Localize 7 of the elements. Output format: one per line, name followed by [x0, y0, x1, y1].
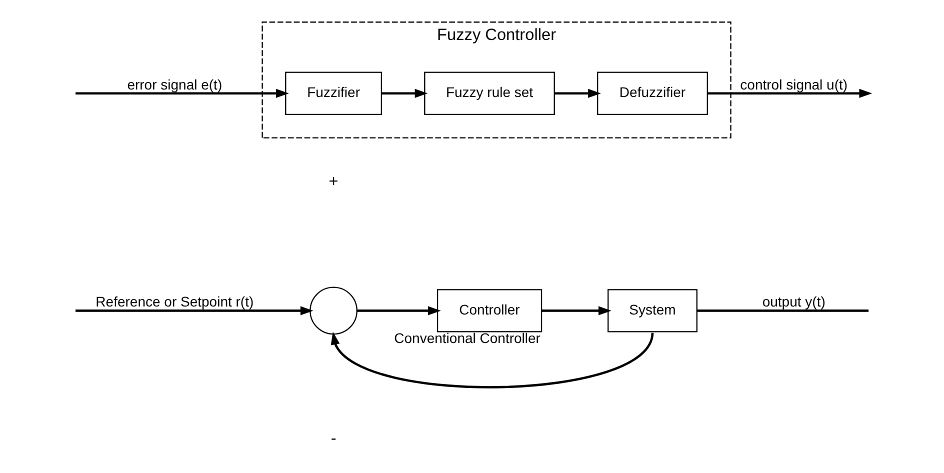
edge-label: error signal e(t) [127, 76, 222, 92]
label: + [328, 172, 338, 190]
node-label: Conventional Controller [394, 330, 540, 346]
edge-label: Reference or Setpoint r(t) [96, 294, 254, 310]
edge-label: control signal u(t) [740, 76, 848, 92]
edge-label: output y(t) [762, 294, 826, 310]
label: - [330, 430, 336, 448]
